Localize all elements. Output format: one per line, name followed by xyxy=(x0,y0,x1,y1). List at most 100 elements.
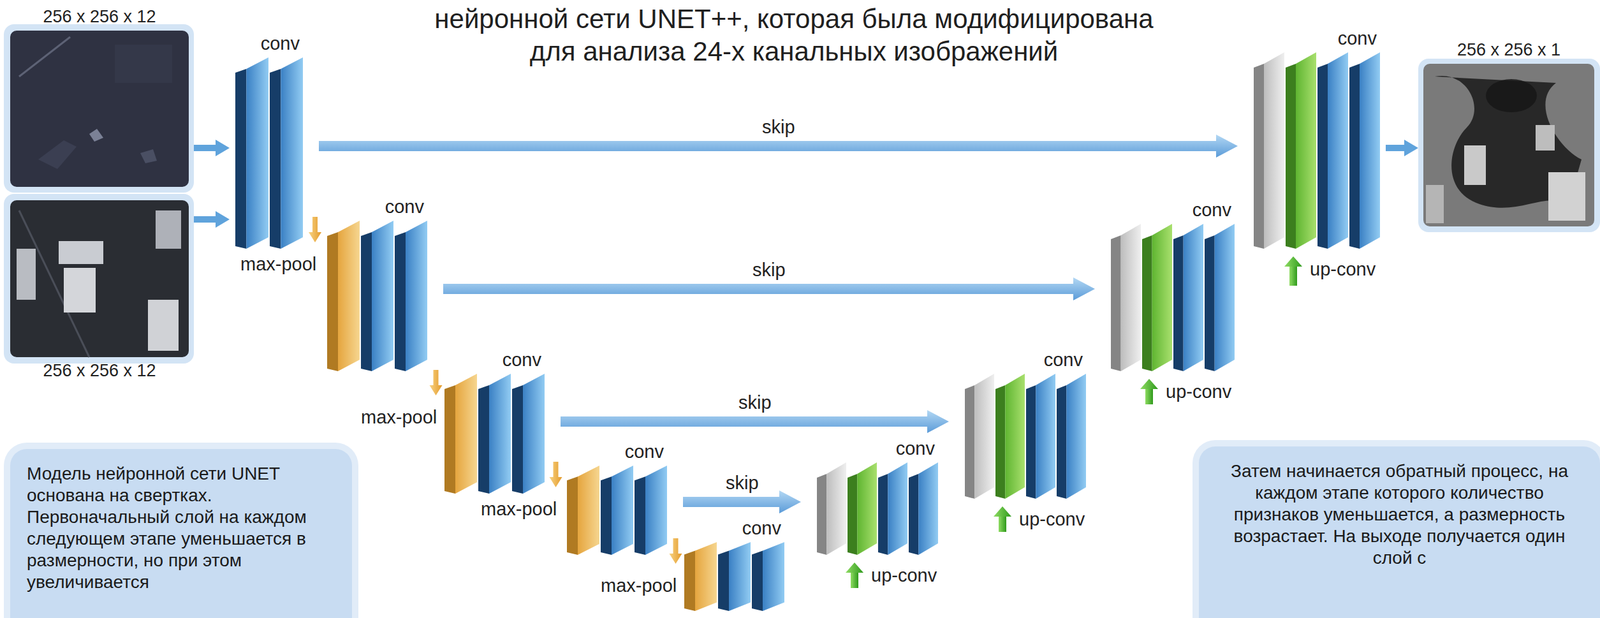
upconv-label: up-conv xyxy=(1019,508,1085,530)
slab-face xyxy=(489,373,511,494)
slab-face xyxy=(1359,52,1380,249)
output-mask-image xyxy=(1418,58,1600,233)
slab-side xyxy=(1110,235,1122,372)
slab-side xyxy=(908,473,919,555)
art-shape xyxy=(998,516,1007,532)
flow-arrow xyxy=(193,211,230,228)
flow-arrow xyxy=(1385,139,1419,157)
block-heading: conv xyxy=(1192,199,1232,221)
edge-label: skip xyxy=(735,392,775,413)
slab-face xyxy=(762,542,785,611)
art-shape xyxy=(3,24,194,193)
slab-side xyxy=(718,550,729,611)
skip-arrow xyxy=(682,490,801,514)
slab-face xyxy=(1295,52,1317,249)
edge-label: max-pool xyxy=(478,498,560,520)
block-heading: conv xyxy=(895,438,935,459)
maxpool-arrow xyxy=(549,461,563,488)
edge-label: skip xyxy=(723,472,762,493)
slab-side xyxy=(444,385,456,494)
art-shape xyxy=(38,140,77,169)
slab-side xyxy=(878,473,888,555)
art-shape xyxy=(1548,172,1586,221)
art-shape xyxy=(1145,388,1153,405)
art-shape xyxy=(147,299,179,351)
slab-face xyxy=(455,373,478,494)
conv-block: conv xyxy=(443,372,546,495)
slab-face xyxy=(645,465,668,555)
art-shape xyxy=(1535,124,1555,151)
slab-face xyxy=(826,462,847,555)
slab-face xyxy=(974,373,995,499)
slab-stack xyxy=(964,372,1087,500)
slab-face xyxy=(1066,373,1087,499)
art-shape xyxy=(1284,256,1303,267)
conv-block: conv xyxy=(964,372,1087,500)
art-shape xyxy=(155,210,182,249)
slab-side xyxy=(847,473,858,555)
slab-face xyxy=(577,465,600,555)
art-shape xyxy=(1464,145,1486,185)
slab-side xyxy=(512,385,523,494)
conv-block: conv xyxy=(683,540,786,613)
slab-face xyxy=(1327,52,1349,249)
slab-stack xyxy=(683,540,786,613)
slab-side xyxy=(816,473,827,555)
image-frame: 256 x 256 x 1 xyxy=(1423,63,1595,227)
slab-face xyxy=(405,220,428,372)
input-image-1 xyxy=(3,24,194,193)
art-shape xyxy=(10,30,189,187)
art-shape xyxy=(19,36,71,77)
conv-block: conv xyxy=(566,464,668,557)
slab-face xyxy=(1035,373,1056,499)
skip-arrow xyxy=(318,134,1238,158)
size-label: 256 x 256 x 1 xyxy=(1423,40,1595,60)
slab-stack xyxy=(326,219,428,373)
slab-face xyxy=(695,542,717,611)
block-heading: conv xyxy=(502,349,542,370)
slab-face xyxy=(246,57,269,249)
slab-side xyxy=(1142,235,1153,372)
maxpool-arrow xyxy=(429,369,443,396)
art-shape xyxy=(3,193,194,364)
slab-stack xyxy=(234,56,304,250)
slab-stack xyxy=(1253,51,1381,250)
slab-side xyxy=(964,385,975,499)
art-shape xyxy=(16,248,36,300)
edge-label: max-pool xyxy=(598,575,680,596)
edge-label: skip xyxy=(759,116,798,138)
slab-side xyxy=(235,68,247,249)
slab-face xyxy=(1263,52,1285,249)
slab-side xyxy=(1285,63,1296,249)
maxpool-arrow xyxy=(308,216,322,243)
slab-face xyxy=(1152,223,1173,372)
conv-block: conv xyxy=(1253,51,1381,250)
slab-face xyxy=(1005,373,1025,499)
slab-side xyxy=(995,385,1006,499)
text-box: Модель нейронной сети UNET основана на с… xyxy=(10,448,353,618)
input-image-2 xyxy=(3,193,194,364)
art-shape xyxy=(58,241,104,265)
art-shape xyxy=(10,200,189,358)
slab-stack xyxy=(1110,222,1236,373)
slab-face xyxy=(1214,223,1235,372)
art-shape xyxy=(1140,378,1159,389)
slab-face xyxy=(857,462,877,555)
art-shape xyxy=(1485,79,1537,113)
slab-side xyxy=(394,232,406,372)
text-box: Затем начинается обратный процесс, на ка… xyxy=(1198,446,1600,618)
slab-stack xyxy=(816,461,939,557)
slab-side xyxy=(1204,235,1215,372)
art-shape xyxy=(1289,266,1298,286)
image-frame: 256 x 256 x 12 xyxy=(10,200,189,358)
title: нейронной сети UNET++, которая была моди… xyxy=(433,2,1155,68)
slab-face xyxy=(337,220,360,372)
slab-side xyxy=(634,476,646,555)
conv-block: conv xyxy=(326,219,428,373)
slab-side xyxy=(327,232,338,372)
art-shape xyxy=(89,128,104,142)
flow-arrow xyxy=(193,139,230,157)
slab-face xyxy=(728,542,751,611)
block-heading: conv xyxy=(624,441,664,462)
conv-block: conv xyxy=(816,461,939,557)
